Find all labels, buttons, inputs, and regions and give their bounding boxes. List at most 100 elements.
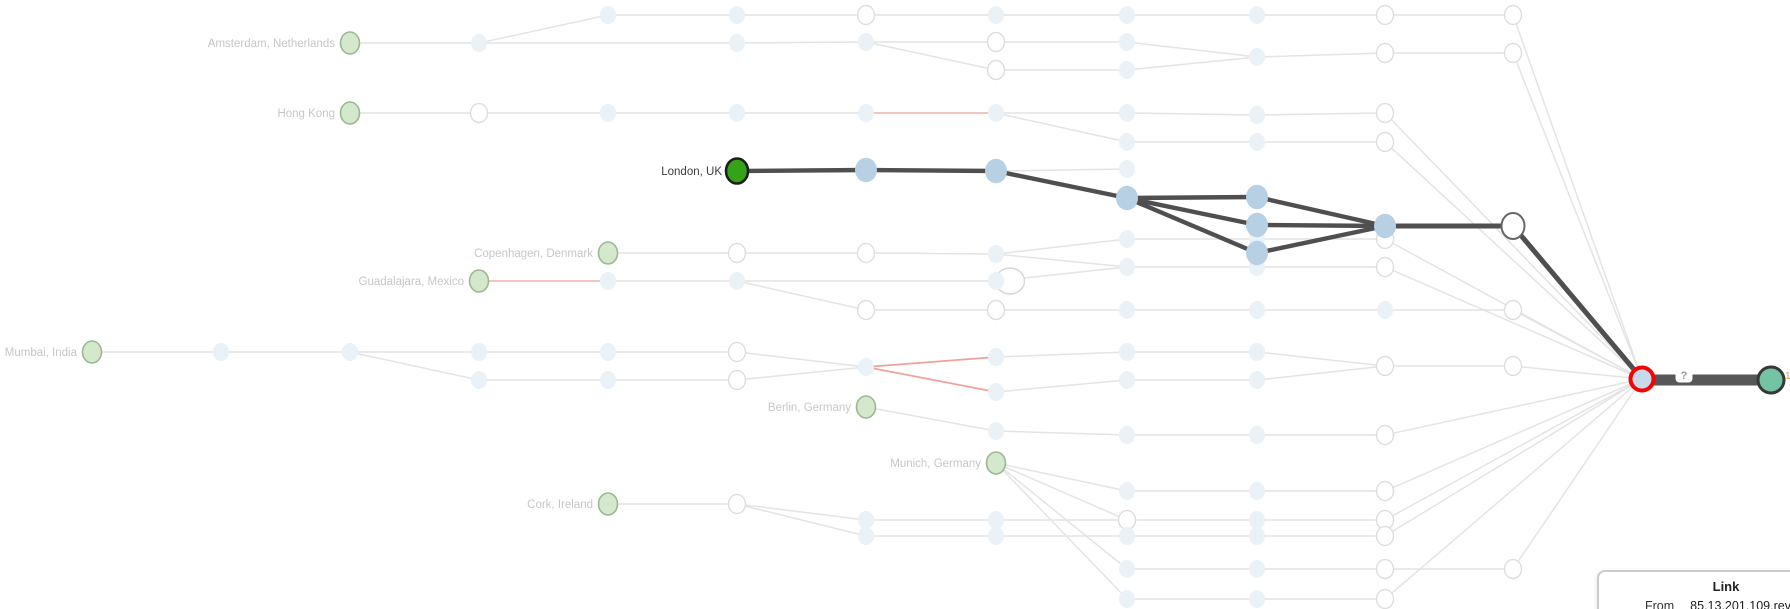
- route-edge[interactable]: [734, 167, 869, 174]
- hop-node[interactable]: [856, 242, 876, 264]
- hop-node[interactable]: [729, 104, 745, 122]
- hop-node[interactable]: [1119, 230, 1135, 248]
- hop-node[interactable]: [1249, 590, 1265, 608]
- route-edge[interactable]: [1510, 223, 1645, 382]
- hop-node[interactable]: [471, 34, 487, 52]
- hop-node[interactable]: [988, 383, 1004, 401]
- hop-node[interactable]: [1249, 343, 1265, 361]
- hop-node[interactable]: [988, 272, 1004, 290]
- hop-node[interactable]: [1249, 48, 1265, 66]
- route-edge[interactable]: [1124, 194, 1260, 201]
- hop-node[interactable]: [1117, 509, 1137, 531]
- hop-node[interactable]: [1375, 558, 1395, 580]
- route-hop-node[interactable]: [1374, 213, 1396, 239]
- route-hop-node[interactable]: [1116, 185, 1138, 211]
- hop-node[interactable]: [1119, 590, 1135, 608]
- hop-node[interactable]: [988, 422, 1004, 440]
- hop-node[interactable]: [1119, 104, 1135, 122]
- hop-node[interactable]: [858, 104, 874, 122]
- hop-node[interactable]: [1119, 482, 1135, 500]
- hop-node[interactable]: [1375, 42, 1395, 64]
- hop-node[interactable]: [986, 59, 1006, 81]
- source-node-hong-kong[interactable]: [339, 101, 361, 125]
- hop-node[interactable]: [988, 527, 1004, 545]
- route-edge[interactable]: [1254, 194, 1388, 229]
- hop-node[interactable]: [727, 341, 747, 363]
- source-node-amsterdam[interactable]: [339, 31, 361, 55]
- hop-node[interactable]: [727, 242, 747, 264]
- hop-node[interactable]: [988, 245, 1004, 263]
- hop-node[interactable]: [471, 343, 487, 361]
- hop-node[interactable]: [342, 343, 358, 361]
- hop-node[interactable]: [600, 104, 616, 122]
- hop-node[interactable]: [471, 371, 487, 389]
- hop-node[interactable]: [1375, 424, 1395, 446]
- hop-node[interactable]: [1249, 482, 1265, 500]
- hop-node[interactable]: [988, 511, 1004, 529]
- destination-link-bar[interactable]: [1642, 374, 1771, 386]
- source-node-copenhagen[interactable]: [597, 241, 619, 265]
- hop-node[interactable]: [856, 299, 876, 321]
- hop-node[interactable]: [600, 371, 616, 389]
- hop-node[interactable]: [858, 511, 874, 529]
- route-edge[interactable]: [863, 167, 999, 174]
- route-edge[interactable]: [993, 168, 1130, 201]
- route-hop-node[interactable]: [985, 158, 1007, 184]
- hop-node[interactable]: [1119, 371, 1135, 389]
- hop-node[interactable]: [858, 33, 874, 51]
- hop-node[interactable]: [1119, 133, 1135, 151]
- hop-node[interactable]: [1119, 301, 1135, 319]
- source-node-cork[interactable]: [597, 492, 619, 516]
- hop-node[interactable]: [727, 369, 747, 391]
- source-node-london[interactable]: [724, 157, 750, 185]
- hop-node[interactable]: [1503, 299, 1523, 321]
- hop-node[interactable]: [856, 4, 876, 26]
- hop-node[interactable]: [1375, 588, 1395, 609]
- hop-node[interactable]: [1249, 560, 1265, 578]
- hop-node[interactable]: [1119, 343, 1135, 361]
- hop-node[interactable]: [986, 31, 1006, 53]
- hop-node[interactable]: [1249, 527, 1265, 545]
- hop-node[interactable]: [729, 6, 745, 24]
- hop-node[interactable]: [1249, 6, 1265, 24]
- hop-node[interactable]: [600, 343, 616, 361]
- hop-node[interactable]: [858, 358, 874, 376]
- hop-node[interactable]: [1119, 61, 1135, 79]
- hop-node[interactable]: [988, 348, 1004, 366]
- route-edge[interactable]: [1254, 222, 1388, 229]
- hop-node[interactable]: [1503, 355, 1523, 377]
- source-node-munich[interactable]: [985, 451, 1007, 475]
- source-node-mumbai[interactable]: [81, 340, 103, 364]
- hop-node[interactable]: [1375, 525, 1395, 547]
- route-hop-node[interactable]: [855, 157, 877, 183]
- hop-node[interactable]: [1377, 301, 1393, 319]
- hop-node[interactable]: [469, 102, 489, 124]
- unknown-link-badge[interactable]: [1675, 367, 1693, 383]
- hop-node[interactable]: [1119, 160, 1135, 178]
- route-hop-node[interactable]: [1246, 184, 1268, 210]
- hop-node[interactable]: [1119, 6, 1135, 24]
- hop-node[interactable]: [1503, 4, 1523, 26]
- source-node-guadalajara[interactable]: [468, 269, 490, 293]
- hop-node[interactable]: [1119, 560, 1135, 578]
- hop-node[interactable]: [1375, 131, 1395, 153]
- hop-node[interactable]: [729, 34, 745, 52]
- destination-node[interactable]: [1628, 365, 1656, 393]
- hop-node[interactable]: [858, 527, 874, 545]
- hop-node[interactable]: [600, 6, 616, 24]
- hop-node[interactable]: [1249, 371, 1265, 389]
- hop-node[interactable]: [988, 6, 1004, 24]
- hop-node[interactable]: [1375, 355, 1395, 377]
- hop-node[interactable]: [986, 299, 1006, 321]
- hop-node[interactable]: [1119, 426, 1135, 444]
- hop-node[interactable]: [1249, 301, 1265, 319]
- hop-node[interactable]: [988, 104, 1004, 122]
- hop-node[interactable]: [1503, 558, 1523, 580]
- hop-node[interactable]: [729, 272, 745, 290]
- route-exit-node[interactable]: [1500, 212, 1526, 240]
- route-hop-node[interactable]: [1246, 212, 1268, 238]
- hop-node[interactable]: [1375, 480, 1395, 502]
- hop-node[interactable]: [1249, 106, 1265, 124]
- route-edge[interactable]: [1254, 223, 1388, 256]
- hop-node[interactable]: [1119, 33, 1135, 51]
